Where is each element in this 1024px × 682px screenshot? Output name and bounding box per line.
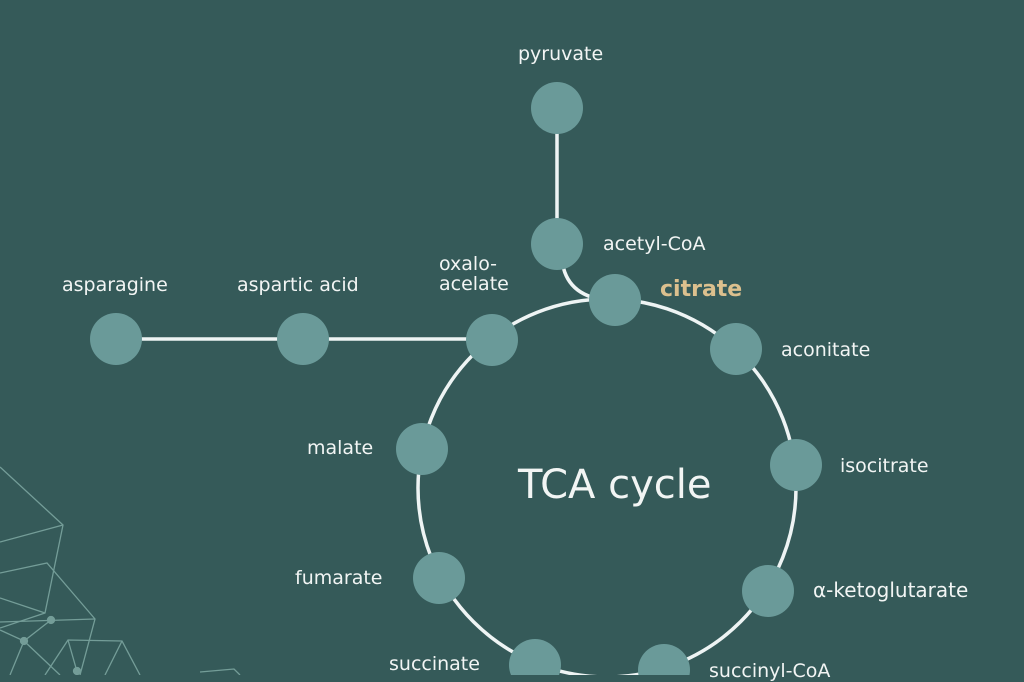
label-aconitate: aconitate xyxy=(781,339,871,361)
label-asparagine: asparagine xyxy=(62,274,168,296)
node-succinate xyxy=(509,639,561,675)
node-oxaloacetate xyxy=(466,314,518,366)
node-aconitate xyxy=(710,323,762,375)
decorative-network xyxy=(0,466,241,675)
label-aspartic-acid: aspartic acid xyxy=(237,274,359,296)
node-citrate xyxy=(589,274,641,326)
node-malate xyxy=(396,423,448,475)
label-succinyl-coa: succinyl-CoA xyxy=(709,660,831,682)
node-isocitrate xyxy=(770,439,822,491)
node-asparagine xyxy=(90,313,142,365)
label-fumarate: fumarate xyxy=(295,567,383,589)
node-fumarate xyxy=(413,552,465,604)
node-succinyl-coa xyxy=(638,644,690,675)
node-alpha-ketoglutarate xyxy=(742,565,794,617)
label-oxaloacetate-line2: acelate xyxy=(439,273,509,295)
label-acetyl-coa: acetyl-CoA xyxy=(603,233,706,255)
diagram-title: TCA cycle xyxy=(518,462,712,508)
label-pyruvate: pyruvate xyxy=(518,43,604,65)
node-aspartic-acid xyxy=(277,313,329,365)
label-malate: malate xyxy=(307,437,374,459)
node-pyruvate xyxy=(531,82,583,134)
nodes xyxy=(90,82,822,675)
label-isocitrate: isocitrate xyxy=(840,455,929,477)
node-acetyl-coa xyxy=(531,218,583,270)
label-alpha-ketoglutarate: α-ketoglutarate xyxy=(813,578,969,602)
label-oxaloacetate: oxalo- acelate xyxy=(439,254,509,294)
label-succinate: succinate xyxy=(389,653,480,675)
label-oxaloacetate-line1: oxalo- xyxy=(439,253,498,275)
label-citrate: citrate xyxy=(660,277,743,302)
